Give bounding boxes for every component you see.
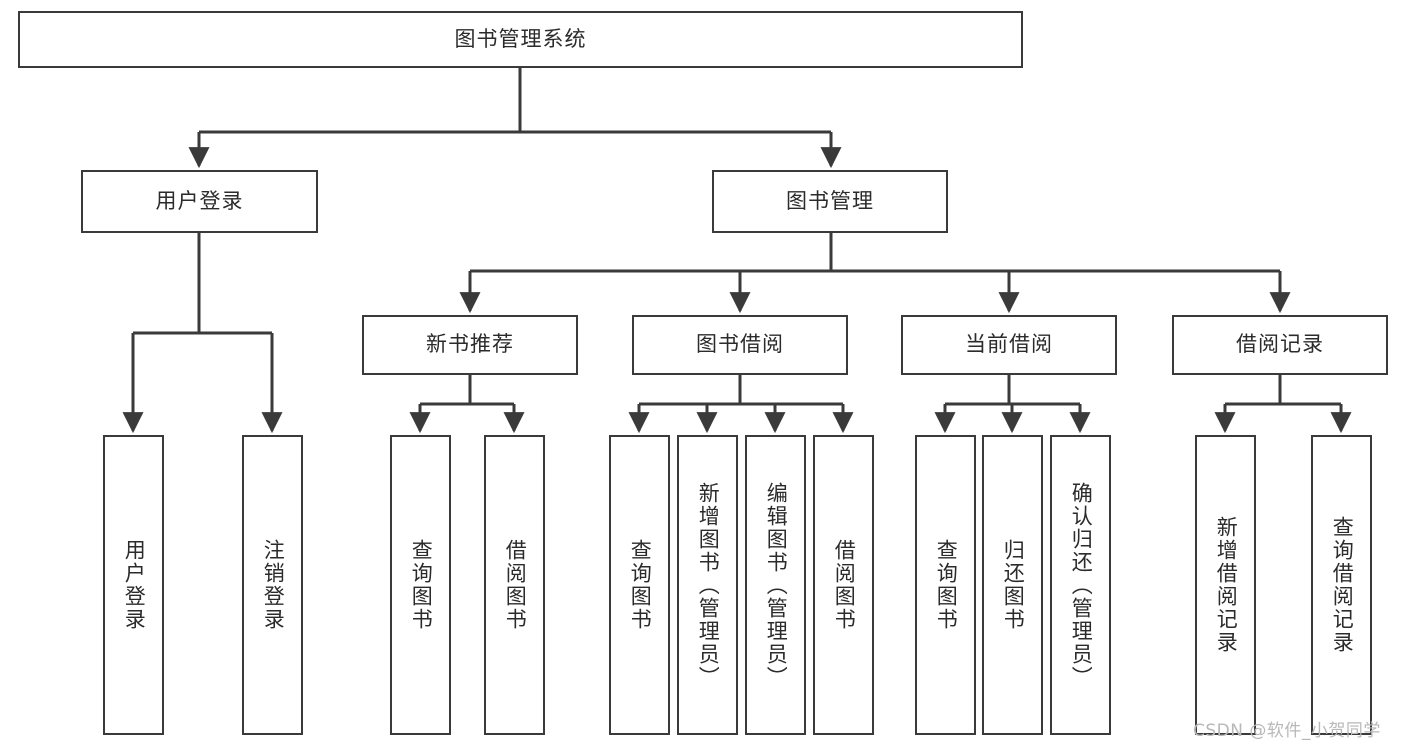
node-leaf-query-book-2-label: 查询图书 <box>628 539 653 631</box>
node-leaf-query-book-1-label: 查询图书 <box>409 539 434 631</box>
node-leaf-borrow-book-2[interactable]: 借阅图书 <box>813 435 874 735</box>
node-leaf-edit-book-label: 编辑图书（管理员） <box>764 481 789 689</box>
node-leaf-query-book-1[interactable]: 查询图书 <box>390 435 451 735</box>
node-borrow-record-label: 借阅记录 <box>1236 332 1324 357</box>
node-book-borrow-label: 图书借阅 <box>696 332 784 357</box>
node-current-borrow[interactable]: 当前借阅 <box>901 315 1117 375</box>
node-user-login[interactable]: 用户登录 <box>81 170 318 233</box>
node-book-borrow[interactable]: 图书借阅 <box>632 315 848 375</box>
node-leaf-query-record-label: 查询借阅记录 <box>1330 516 1355 654</box>
node-leaf-return-book-label: 归还图书 <box>1001 539 1026 631</box>
node-book-management-label: 图书管理 <box>786 188 874 213</box>
node-leaf-edit-book[interactable]: 编辑图书（管理员） <box>745 435 806 735</box>
node-leaf-add-record-label: 新增借阅记录 <box>1214 516 1239 654</box>
node-leaf-query-book-2[interactable]: 查询图书 <box>609 435 670 735</box>
node-leaf-user-login[interactable]: 用户登录 <box>103 435 164 735</box>
node-new-book-recommend-label: 新书推荐 <box>426 332 514 357</box>
node-leaf-logout-login[interactable]: 注销登录 <box>242 435 303 735</box>
node-user-login-label: 用户登录 <box>155 188 244 213</box>
node-root[interactable]: 图书管理系统 <box>18 11 1023 68</box>
node-leaf-borrow-book-2-label: 借阅图书 <box>832 539 857 631</box>
node-leaf-logout-login-label: 注销登录 <box>261 539 286 631</box>
node-leaf-add-record[interactable]: 新增借阅记录 <box>1195 435 1256 735</box>
node-leaf-add-book-label: 新增图书（管理员） <box>696 481 721 689</box>
node-current-borrow-label: 当前借阅 <box>965 332 1053 357</box>
node-leaf-user-login-label: 用户登录 <box>122 539 147 631</box>
node-leaf-borrow-book-1[interactable]: 借阅图书 <box>484 435 545 735</box>
node-new-book-recommend[interactable]: 新书推荐 <box>362 315 578 375</box>
node-leaf-confirm-return-label: 确认归还（管理员） <box>1069 481 1094 689</box>
node-leaf-query-book-3[interactable]: 查询图书 <box>915 435 976 735</box>
node-leaf-confirm-return[interactable]: 确认归还（管理员） <box>1050 435 1111 735</box>
node-borrow-record[interactable]: 借阅记录 <box>1172 315 1388 375</box>
node-leaf-borrow-book-1-label: 借阅图书 <box>503 539 528 631</box>
node-leaf-return-book[interactable]: 归还图书 <box>982 435 1043 735</box>
node-leaf-query-book-3-label: 查询图书 <box>934 539 959 631</box>
node-leaf-add-book[interactable]: 新增图书（管理员） <box>677 435 738 735</box>
node-leaf-query-record[interactable]: 查询借阅记录 <box>1311 435 1372 735</box>
node-book-management[interactable]: 图书管理 <box>712 170 948 233</box>
node-root-label: 图书管理系统 <box>454 26 587 51</box>
